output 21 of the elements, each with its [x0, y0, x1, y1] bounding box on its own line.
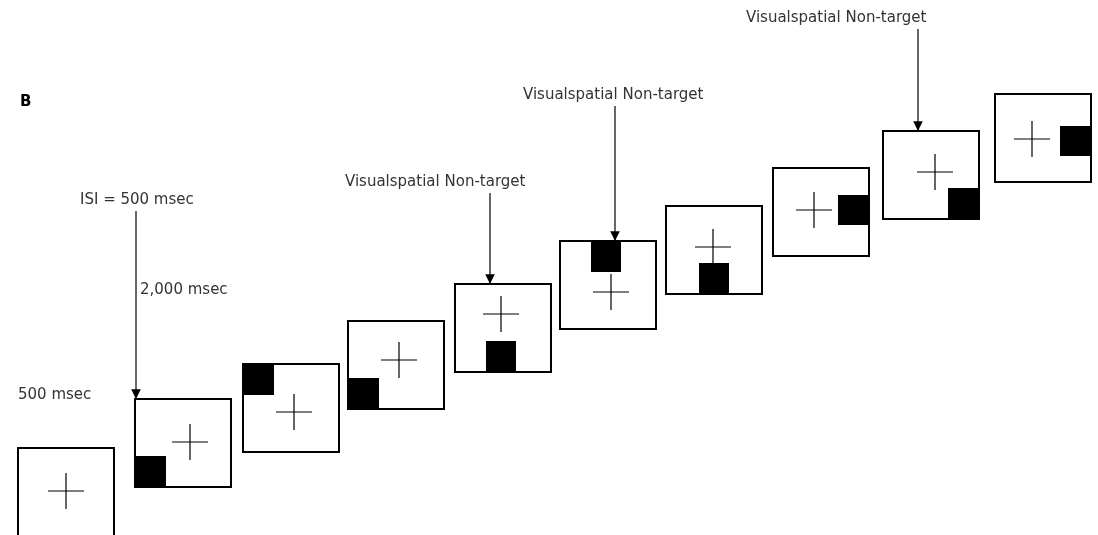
duration-label: 2,000 msec — [140, 280, 228, 298]
screen-frame — [559, 240, 657, 330]
screen-frame — [17, 447, 115, 535]
panel-letter: B — [20, 92, 32, 110]
annotation-text: Visualspatial Non-target — [746, 8, 927, 26]
annotation-text: ISI = 500 msec — [80, 190, 194, 208]
annotation-text: Visualspatial Non-target — [345, 172, 526, 190]
screen-frame — [347, 320, 445, 410]
screen-frame — [665, 205, 763, 295]
screen-frame — [242, 363, 340, 453]
arrow — [610, 105, 620, 241]
arrow — [913, 28, 923, 131]
screen-frame — [994, 93, 1092, 183]
arrow — [131, 210, 141, 399]
screen-frame — [772, 167, 870, 257]
screen-frame — [134, 398, 232, 488]
screen-frame — [882, 130, 980, 220]
screen-frame — [454, 283, 552, 373]
annotation-text: Visualspatial Non-target — [523, 85, 704, 103]
arrow — [485, 192, 495, 284]
duration-label: 500 msec — [18, 385, 92, 403]
